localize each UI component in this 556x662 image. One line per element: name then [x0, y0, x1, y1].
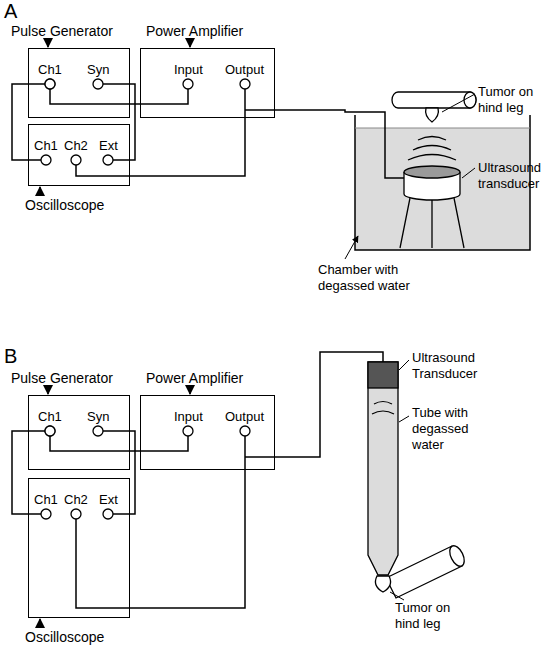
ultrasound-waves	[372, 402, 394, 415]
terminal-name: Input	[174, 409, 203, 425]
tumor	[426, 108, 439, 122]
terminal-jack	[183, 426, 193, 436]
terminal-jack	[93, 79, 103, 89]
terminal-name: Ch1	[34, 492, 58, 508]
part-label: Tube with degassed water	[412, 405, 502, 453]
leader-lines	[345, 94, 475, 259]
terminal-jack	[45, 426, 55, 436]
terminal-jack	[240, 79, 250, 89]
panel-letter: B	[4, 345, 17, 367]
instrument-box: Power Amplifier	[140, 395, 275, 470]
terminal-jack	[71, 155, 81, 165]
terminal-name: Ext	[99, 492, 118, 508]
instrument-name: Power Amplifier	[146, 370, 243, 387]
terminal-name: Ch2	[64, 492, 88, 508]
water-tube	[368, 362, 398, 575]
instrument-box: Power Amplifier	[140, 48, 275, 118]
terminal-jack	[103, 155, 113, 165]
terminal-jack	[45, 79, 55, 89]
terminal-name: Output	[225, 409, 264, 425]
terminal-name: Input	[174, 62, 203, 78]
terminal-jack	[71, 509, 81, 519]
tumor	[375, 576, 390, 592]
signal-wire	[50, 436, 188, 451]
signal-wire	[76, 436, 245, 608]
terminal-name: Ext	[99, 138, 118, 154]
terminal-jack	[103, 509, 113, 519]
hind-leg	[392, 92, 476, 122]
instrument-name: Pulse Generator	[11, 370, 113, 387]
ultrasound-transducer	[368, 362, 398, 388]
terminal-jack	[93, 426, 103, 436]
instrument-name: Pulse Generator	[11, 23, 113, 40]
terminal-name: Syn	[87, 62, 109, 78]
part-label: Tumor on hind leg	[395, 600, 469, 632]
ultrasound-transducer	[400, 166, 464, 248]
ultrasound-waves	[408, 137, 456, 161]
hind-leg	[375, 543, 467, 598]
instrument-box: Pulse Generator	[28, 48, 130, 118]
instrument-box: Oscilloscope	[28, 124, 130, 186]
terminal-jack	[45, 426, 55, 436]
transducer-cable	[245, 110, 404, 178]
terminal-name: Ch1	[38, 62, 62, 78]
signal-wire	[76, 89, 245, 176]
terminal-name: Ch1	[38, 409, 62, 425]
part-label: Tumor on hind leg	[478, 84, 552, 116]
terminal-jack	[41, 155, 51, 165]
part-label: Chamber with degassed water	[318, 262, 428, 294]
instrument-box: Pulse Generator	[28, 395, 130, 470]
instrument-name: Oscilloscope	[25, 197, 104, 214]
leader-lines	[390, 360, 409, 600]
instrument-name: Oscilloscope	[25, 629, 104, 646]
terminal-name: Output	[225, 62, 264, 78]
panel-letter: A	[4, 0, 17, 22]
part-label: Ultrasound transducer	[478, 160, 554, 192]
signal-wire	[50, 89, 188, 104]
instrument-name: Power Amplifier	[146, 23, 243, 40]
transducer-cable	[245, 352, 383, 457]
terminal-jack	[183, 79, 193, 89]
terminal-jack	[240, 426, 250, 436]
heading-arrows	[40, 39, 190, 628]
terminal-name: Ch2	[64, 138, 88, 154]
terminal-jack	[45, 79, 55, 89]
terminal-jack	[41, 509, 51, 519]
terminal-name: Syn	[87, 409, 109, 425]
terminal-name: Ch1	[34, 138, 58, 154]
part-label: Ultrasound Transducer	[412, 350, 502, 382]
